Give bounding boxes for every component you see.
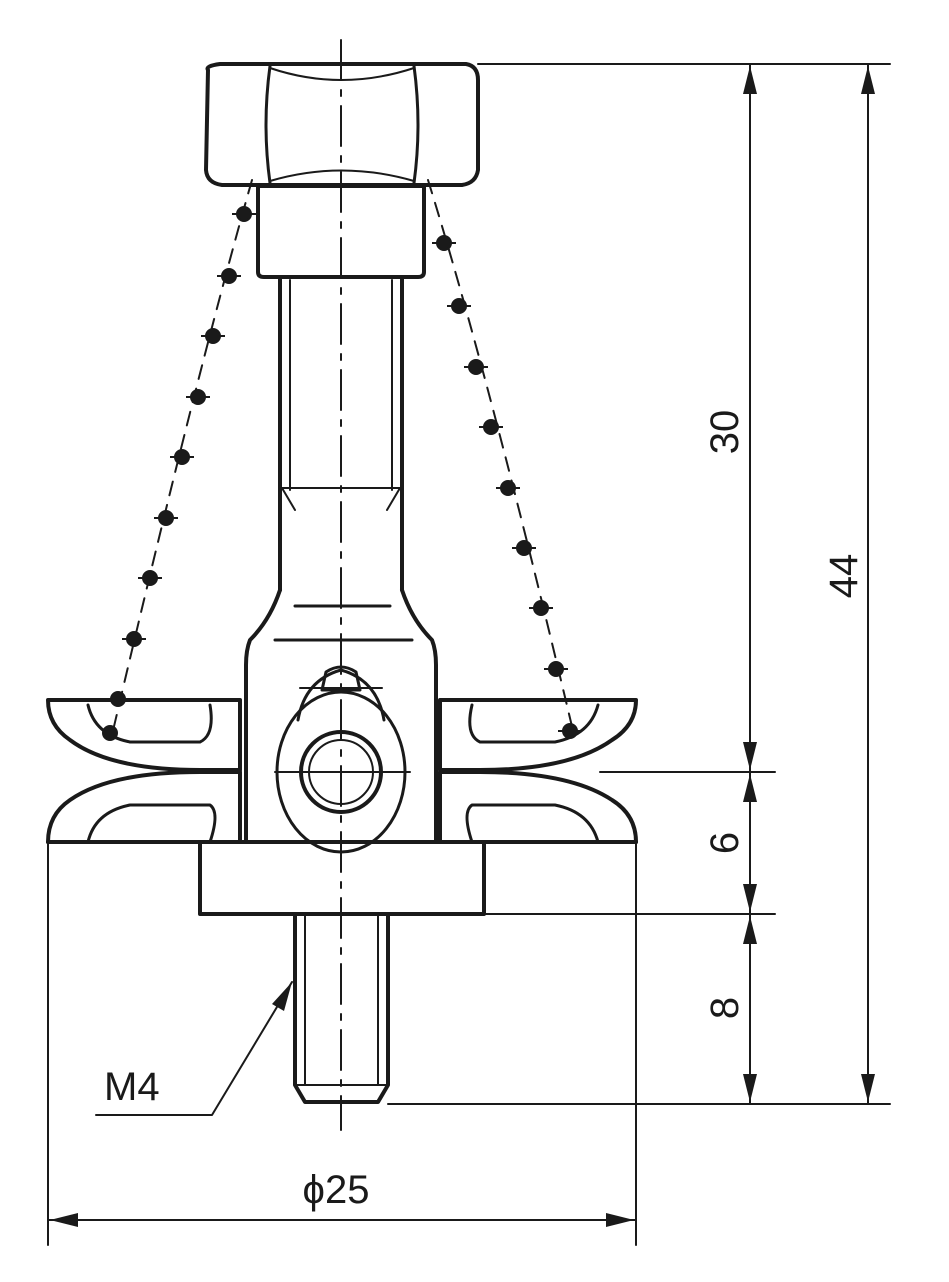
arrowhead bbox=[743, 66, 757, 94]
swing-path-right bbox=[427, 179, 575, 736]
swing-point bbox=[232, 206, 256, 222]
dimension-lines bbox=[47, 63, 869, 1221]
swing-point bbox=[496, 480, 520, 496]
base-plate bbox=[46, 840, 638, 916]
arrowhead bbox=[743, 742, 757, 770]
arrowhead bbox=[743, 884, 757, 912]
dimension-44-label: 44 bbox=[822, 554, 866, 599]
swing-points bbox=[102, 206, 582, 741]
swing-point bbox=[102, 725, 118, 741]
arrowhead bbox=[743, 774, 757, 802]
swing-point bbox=[186, 389, 210, 405]
collar bbox=[256, 184, 426, 279]
extension-lines bbox=[47, 63, 891, 1246]
arrowhead bbox=[743, 1074, 757, 1102]
swing-point bbox=[138, 570, 162, 586]
swing-point bbox=[512, 540, 536, 556]
arrowhead bbox=[606, 1213, 634, 1227]
thread-label: M4 bbox=[104, 1065, 160, 1109]
right-flange bbox=[438, 698, 638, 844]
dimension-30-label: 30 bbox=[703, 410, 747, 455]
swing-path-left bbox=[111, 179, 253, 736]
arrowhead bbox=[272, 982, 292, 1011]
swing-point bbox=[447, 298, 471, 314]
swing-point bbox=[154, 510, 178, 526]
dimension-6-label: 6 bbox=[703, 832, 747, 854]
thread-leader bbox=[95, 981, 293, 1116]
arrowhead bbox=[861, 66, 875, 94]
swing-point bbox=[432, 235, 456, 251]
swing-point bbox=[558, 723, 582, 739]
swing-point bbox=[106, 691, 130, 707]
threaded-stud bbox=[293, 912, 390, 1104]
arrowhead bbox=[861, 1074, 875, 1102]
swing-point bbox=[544, 661, 568, 677]
swing-point bbox=[217, 268, 241, 284]
swing-point bbox=[122, 631, 146, 647]
arrowhead bbox=[743, 916, 757, 944]
swing-point bbox=[529, 600, 553, 616]
arrowheads bbox=[50, 66, 875, 1227]
fork-body bbox=[244, 588, 438, 854]
left-flange bbox=[46, 698, 242, 844]
hex-nut bbox=[204, 62, 480, 187]
dimension-8-label: 8 bbox=[703, 997, 747, 1019]
swing-point bbox=[170, 449, 194, 465]
swing-point bbox=[201, 328, 225, 344]
swing-point bbox=[479, 419, 503, 435]
diameter-label: ϕ25 bbox=[303, 1168, 370, 1212]
swing-point bbox=[464, 359, 488, 375]
upper-shank bbox=[278, 275, 404, 592]
arrowhead bbox=[50, 1213, 78, 1227]
